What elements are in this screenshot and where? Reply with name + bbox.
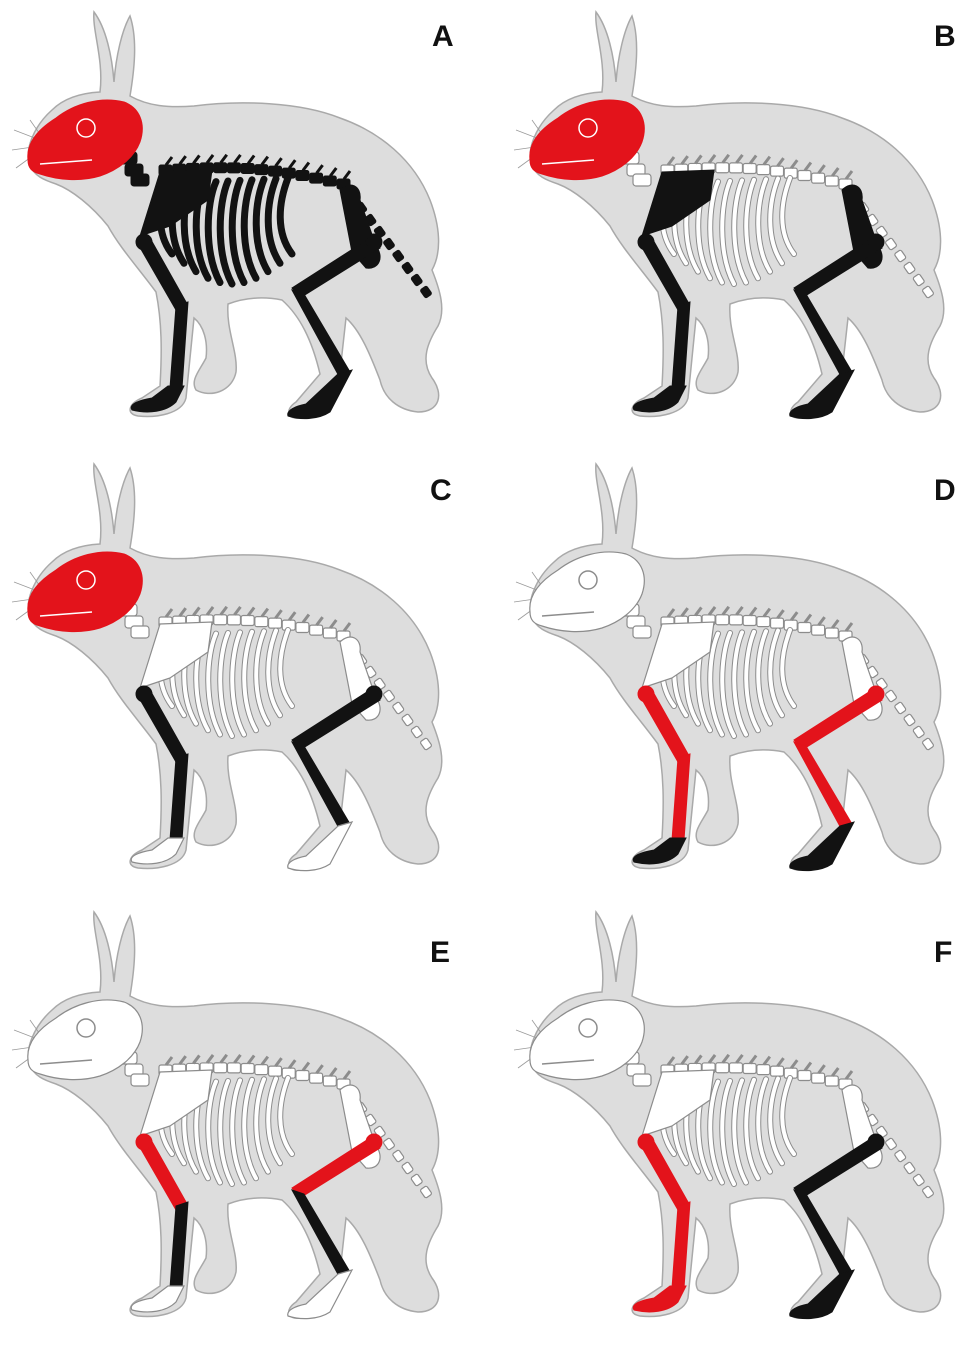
panel-e: E: [0, 900, 478, 1345]
panel-label-b: B: [934, 22, 956, 52]
hare-drawing-e: [0, 900, 478, 1345]
hare-drawing-c: [0, 452, 478, 897]
panel-label-c: C: [430, 476, 452, 506]
panel-a: A: [0, 0, 478, 445]
hare-drawing-d: [502, 452, 957, 897]
panel-label-d: D: [934, 476, 956, 506]
hare-drawing-b: [502, 0, 957, 445]
panel-label-e: E: [430, 938, 450, 968]
panel-c: C: [0, 452, 478, 897]
panel-d: D: [502, 452, 957, 897]
hare-drawing-a: [0, 0, 478, 445]
hare-drawing-f: [502, 900, 957, 1345]
panel-label-f: F: [934, 938, 952, 968]
panel-b: B: [502, 0, 957, 445]
panel-label-a: A: [432, 22, 454, 52]
panel-f: F: [502, 900, 957, 1345]
